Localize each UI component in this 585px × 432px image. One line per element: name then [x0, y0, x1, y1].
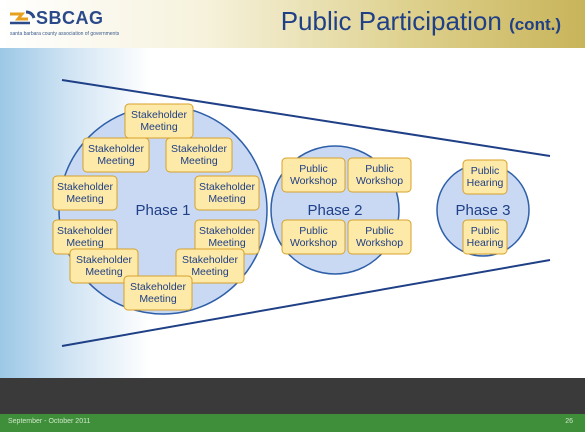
phase-3-label: Phase 3 — [455, 202, 510, 219]
logo-text: SBCAG — [36, 8, 104, 28]
funnel-bottom-line — [61, 259, 551, 347]
slide-header: SBCAG santa barbara county association o… — [0, 0, 585, 48]
title-suffix: (cont.) — [509, 15, 561, 34]
slide-title: Public Participation (cont.) — [281, 6, 561, 37]
page-number: 26 — [565, 418, 573, 425]
dark-band — [0, 378, 585, 414]
logo-mark-icon — [10, 10, 36, 25]
funnel-top-line — [61, 79, 551, 157]
logo-subtitle: santa barbara county association of gove… — [10, 31, 120, 37]
sbcag-logo: SBCAG santa barbara county association o… — [8, 8, 128, 40]
phase-1-label: Phase 1 — [135, 202, 190, 219]
footer-date: September - October 2011 — [8, 418, 91, 425]
title-main: Public Participation — [280, 6, 502, 36]
slide-footer: September - October 2011 26 — [0, 414, 585, 432]
phase-2-label: Phase 2 — [307, 202, 362, 219]
